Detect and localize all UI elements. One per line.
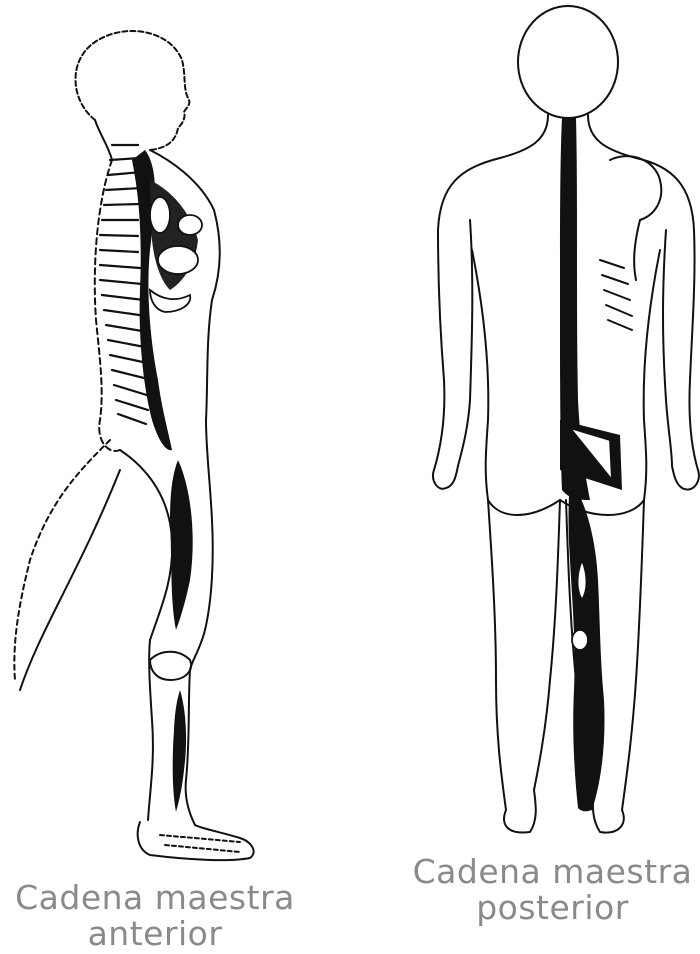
caption-anterior: Cadena maestra anterior — [0, 880, 310, 952]
arm-outline — [14, 440, 110, 680]
head-outline — [75, 31, 189, 150]
posterior-chain-illustration — [410, 0, 700, 850]
anterior-chain-illustration — [0, 0, 330, 870]
anterior-chain-figure — [0, 0, 330, 870]
caption-posterior-line1: Cadena maestra — [405, 854, 700, 890]
caption-anterior-line1: Cadena maestra — [0, 880, 310, 916]
caption-posterior-line2: posterior — [405, 890, 700, 926]
posterior-chain-figure — [410, 0, 700, 850]
left-leg-outline — [488, 500, 536, 833]
caption-anterior-line2: anterior — [0, 916, 310, 952]
anterior-chain-shin — [173, 690, 186, 812]
anterior-chain-thigh — [170, 460, 193, 630]
body-outline — [433, 115, 548, 489]
caption-posterior: Cadena maestra posterior — [405, 854, 700, 926]
head-outline — [518, 6, 618, 118]
